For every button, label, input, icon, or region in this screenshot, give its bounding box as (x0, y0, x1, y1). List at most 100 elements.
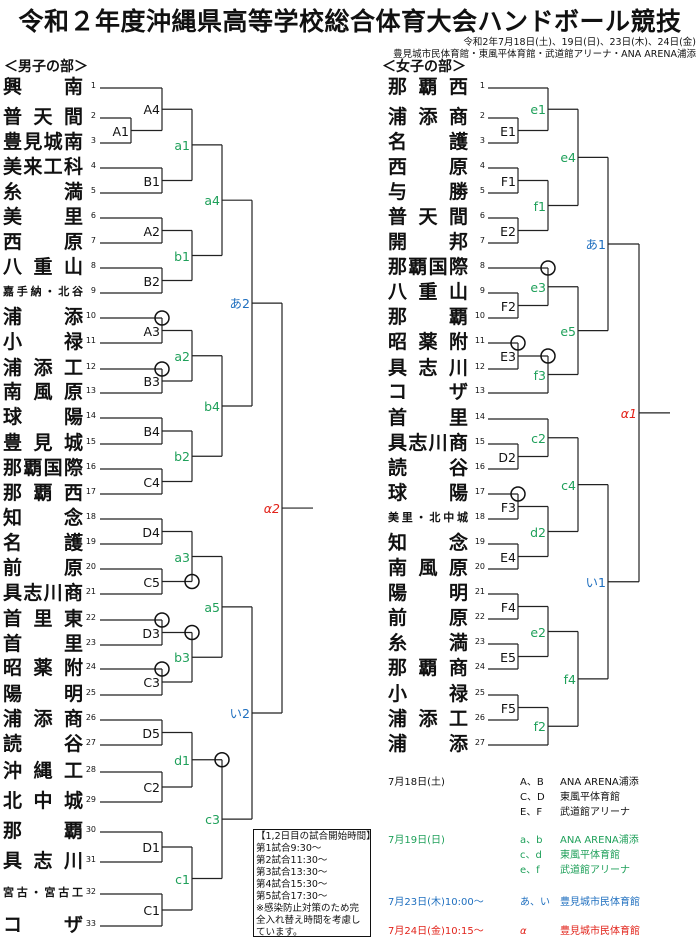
match-label-あ2: あ2 (229, 296, 250, 312)
team-number: 22 (85, 613, 96, 622)
team-name: 豊見城 (3, 432, 83, 454)
match-label-D3: D3 (142, 625, 160, 641)
team-name: コザ (388, 381, 468, 403)
match-label-b4: b4 (204, 399, 220, 414)
team-name: 昭薬附 (3, 657, 83, 679)
team-name: 名護 (3, 532, 83, 554)
match-label-f1: f1 (533, 198, 546, 214)
notice-line: 第4試合15:30～ (256, 879, 328, 890)
team-name: 小禄 (3, 331, 83, 353)
team-number: 22 (474, 612, 485, 621)
team-number: 9 (479, 286, 485, 295)
match-label-a4: a4 (204, 193, 220, 209)
match-label-c4: c4 (561, 477, 576, 493)
team-name: 那覇西 (388, 76, 468, 98)
team-number: 20 (474, 562, 485, 571)
team-name: 宮古・宮古工 (3, 886, 83, 899)
team-name: 那覇西 (3, 482, 83, 504)
team-number: 10 (85, 311, 96, 320)
team-number: 15 (85, 437, 96, 446)
team-number: 2 (479, 111, 485, 120)
team-name: 首里東 (3, 608, 83, 630)
team-name: 美来工科 (3, 156, 83, 178)
team-number: 1 (90, 81, 96, 90)
team-name: 浦添商 (3, 708, 83, 730)
match-label-F4: F4 (500, 599, 516, 615)
team-number: 18 (85, 512, 96, 521)
team-name: 開邦 (388, 231, 468, 253)
team-name: 与勝 (388, 181, 468, 203)
team-name: 具志川商 (388, 432, 468, 454)
team-name: 浦添 (3, 306, 83, 328)
team-name: 首里 (388, 407, 468, 429)
match-label-A3: A3 (143, 323, 160, 339)
team-number: 5 (90, 186, 96, 195)
team-number: 10 (474, 311, 485, 320)
schedule-venue: 豊見城市民体育館 (560, 926, 640, 937)
team-number: 8 (90, 261, 96, 270)
team-name: 北中城 (3, 790, 83, 812)
match-label-E5: E5 (500, 649, 516, 665)
schedule-venue: 東風平体育館 (560, 850, 620, 861)
match-label-b3: b3 (174, 650, 190, 666)
team-name: 那覇国際 (388, 256, 468, 278)
team-name: 具志川 (388, 357, 468, 379)
team-name: 美里 (3, 206, 83, 228)
team-number: 6 (90, 211, 96, 220)
team-number: 23 (474, 637, 485, 646)
schedule-venue: 武道館アリーナ (560, 807, 630, 818)
match-label-a3: a3 (174, 549, 190, 565)
team-name: 興南 (3, 76, 83, 98)
team-number: 11 (85, 336, 96, 345)
team-number: 26 (85, 713, 96, 722)
team-number: 12 (474, 362, 485, 371)
schedule-venue: 豊見城市民体育館 (560, 897, 640, 908)
team-name: 那覇国際 (3, 457, 83, 479)
match-label-f2: f2 (533, 719, 546, 735)
team-number: 13 (85, 386, 96, 395)
winner-circle-mark (154, 612, 170, 628)
schedule-venue: ANA ARENA浦添 (560, 835, 639, 846)
schedule-matches: E、F (520, 807, 543, 818)
team-name: 那覇 (3, 820, 83, 842)
match-label-e2: e2 (530, 624, 546, 640)
team-name: 陽明 (3, 683, 83, 705)
match-label-b1: b1 (174, 248, 190, 264)
girls-section-heading: ＜女子の部＞ (382, 59, 466, 75)
team-name: 沖縄工 (3, 760, 83, 782)
notice-line: 第1試合9:30～ (256, 843, 322, 854)
team-number: 1 (479, 81, 485, 90)
match-label-α1: α1 (620, 405, 637, 421)
team-name: 南風原 (3, 381, 83, 403)
team-number: 4 (90, 161, 96, 170)
schedule-date: 7月24日(金)10:15～ (388, 926, 484, 937)
team-number: 14 (474, 412, 485, 421)
team-name: 球陽 (3, 406, 83, 428)
team-name: 西原 (3, 231, 83, 253)
team-name: 陽明 (388, 582, 468, 604)
team-name: 知念 (3, 507, 83, 529)
schedule-date: 7月18日(土) (388, 777, 445, 788)
team-number: 24 (85, 662, 96, 671)
team-name: 昭薬附 (388, 331, 468, 353)
team-name: 浦添工 (3, 357, 83, 379)
team-number: 11 (474, 336, 485, 345)
match-label-D2: D2 (498, 449, 516, 465)
team-name: 首里 (3, 633, 83, 655)
match-label-f4: f4 (563, 671, 576, 687)
team-number: 14 (85, 411, 96, 420)
winner-circle-mark (184, 624, 200, 641)
match-label-F2: F2 (500, 298, 516, 314)
match-label-e1: e1 (530, 102, 546, 118)
match-label-A4: A4 (143, 102, 160, 118)
team-name: 前原 (388, 607, 468, 629)
match-label-C2: C2 (143, 780, 160, 795)
team-name: 那覇 (388, 306, 468, 328)
team-number: 19 (474, 537, 485, 546)
match-label-α2: α2 (263, 501, 280, 517)
match-label-C5: C5 (143, 574, 160, 590)
winner-circle-mark (154, 361, 170, 377)
team-number: 31 (85, 855, 96, 864)
team-name: 普天間 (388, 206, 468, 228)
